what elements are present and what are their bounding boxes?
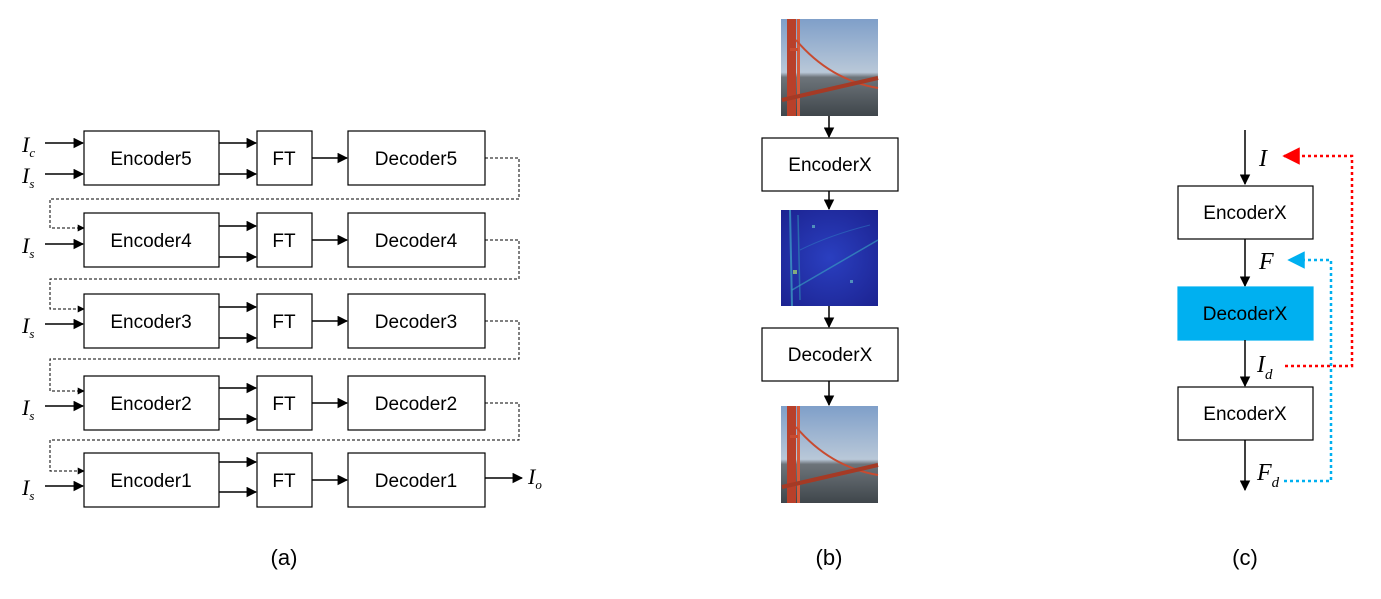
caption-c: (c) (1232, 545, 1258, 570)
input-is-label: Is (21, 233, 34, 261)
label-id: Id (1256, 352, 1273, 383)
decoder5-label: Decoder5 (375, 149, 457, 170)
decoder4-box (347, 212, 486, 268)
encoderx-top-box (1177, 185, 1314, 240)
decoder2-label: Decoder2 (375, 394, 457, 415)
ft2-label: FT (272, 394, 296, 415)
encoderx-bottom-box (1177, 386, 1314, 441)
row-encoder1: Is Encoder1 FT Decoder1 Io (21, 452, 542, 508)
label-i: I (1258, 146, 1268, 172)
decoder1-box (347, 452, 486, 508)
panel-c: I EncoderX F DecoderX Id EncoderX Fd (c) (1177, 130, 1354, 570)
decoder4-label: Decoder4 (375, 231, 458, 252)
decoderx-highlight-box (1177, 286, 1314, 341)
label-fd: Fd (1256, 460, 1280, 491)
encoder3-label: Encoder3 (110, 312, 191, 333)
row-encoder3: Is Encoder3 FT Decoder3 (21, 293, 520, 395)
encoderx-bottom-label: EncoderX (1203, 404, 1287, 425)
decoder1-label: Decoder1 (375, 471, 457, 492)
ft1-label: FT (272, 471, 296, 492)
row-encoder4: Is Encoder4 FT Decoder4 (21, 212, 520, 313)
encoderx-box (761, 137, 899, 192)
ft2-box (256, 375, 313, 431)
input-ic-label: Ic (21, 132, 35, 160)
ft4-box (256, 212, 313, 268)
input-is-label: Is (21, 163, 34, 191)
row-encoder5: Ic Is Encoder5 FT Decoder5 (21, 130, 520, 232)
output-io-label: Io (527, 464, 542, 492)
encoder4-label: Encoder4 (110, 231, 192, 252)
output-image (781, 406, 879, 503)
encoder1-label: Encoder1 (110, 471, 191, 492)
input-is-label: Is (21, 395, 34, 423)
caption-b: (b) (816, 545, 843, 570)
ft5-box (256, 130, 313, 186)
encoderx-top-label: EncoderX (1203, 203, 1287, 224)
decoder3-label: Decoder3 (375, 312, 457, 333)
caption-a: (a) (271, 545, 298, 570)
decoderx-highlight-label: DecoderX (1203, 304, 1288, 325)
ft1-box (256, 452, 313, 508)
ft3-label: FT (272, 312, 296, 333)
input-is-label: Is (21, 313, 34, 341)
decoder3-box (347, 293, 486, 349)
encoder2-label: Encoder2 (110, 394, 191, 415)
decoderx-label: DecoderX (788, 345, 873, 366)
ft3-box (256, 293, 313, 349)
label-f: F (1258, 249, 1274, 275)
decoder2-box (347, 375, 486, 431)
panel-a: Ic Is Encoder5 FT Decoder5 Is Encoder4 F… (21, 130, 542, 570)
decoderx-box (761, 327, 899, 382)
encoder4-box (83, 212, 220, 268)
feature-loop-blue (1284, 251, 1333, 483)
encoder1-box (83, 452, 220, 508)
input-is-label: Is (21, 475, 34, 503)
panel-b: EncoderX DecoderX (b) (761, 19, 899, 570)
ft4-label: FT (272, 231, 296, 252)
input-image (781, 19, 879, 116)
feature-map-image (781, 209, 879, 307)
encoder2-box (83, 375, 220, 431)
row-encoder2: Is Encoder2 FT Decoder2 (21, 375, 520, 475)
encoderx-label: EncoderX (788, 155, 872, 176)
ft5-label: FT (272, 149, 296, 170)
encoder3-box (83, 293, 220, 349)
encoder5-box (83, 130, 220, 186)
encoder5-label: Encoder5 (110, 149, 191, 170)
